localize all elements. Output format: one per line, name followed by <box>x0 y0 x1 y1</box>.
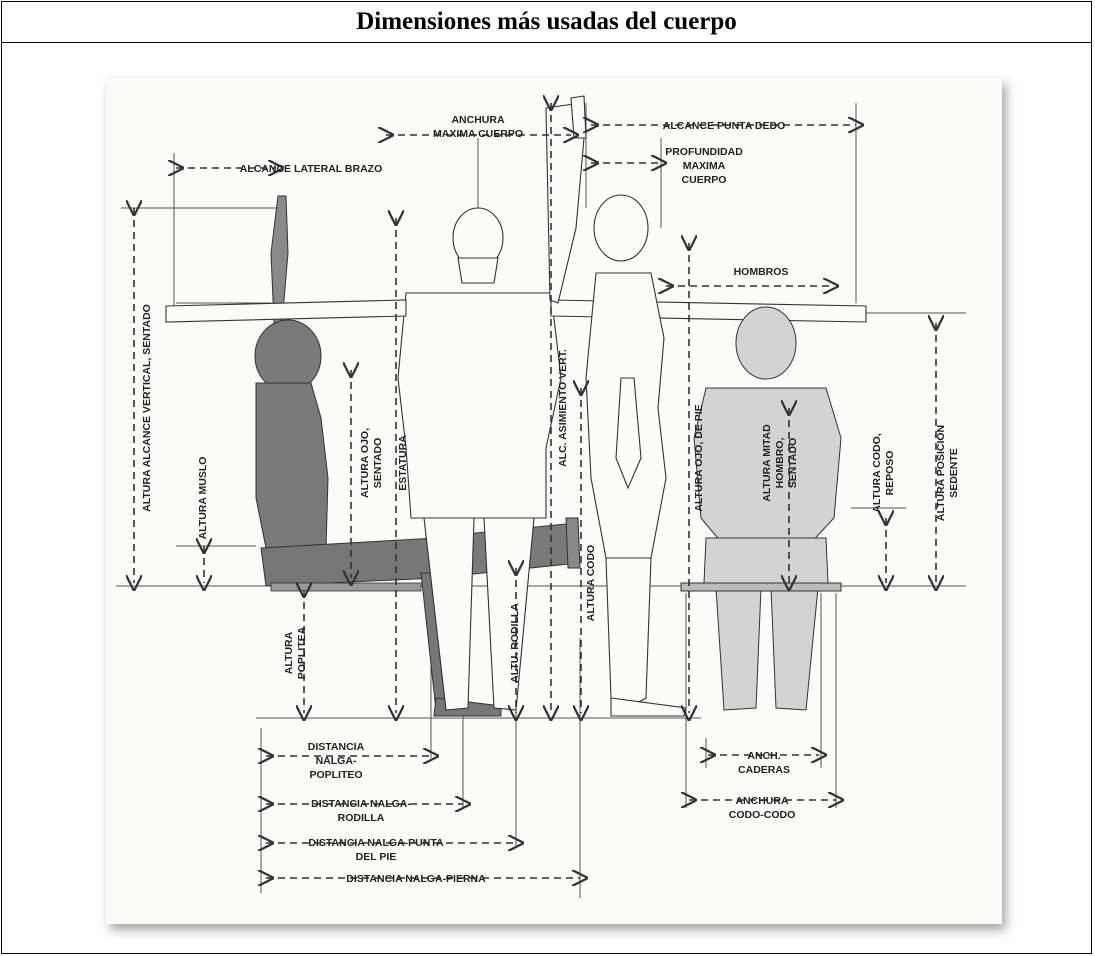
dimension-labels: ANCHURA MAXIMA CUERPO ALCANCE PUNTA DEDO… <box>141 114 960 885</box>
label-dist-nalga-punta-2: DEL PIE <box>356 851 397 863</box>
label-altura-mitad-3: SENTADO <box>787 438 799 489</box>
label-profundidad-1: PROFUNDIDAD <box>665 146 743 158</box>
label-altura-posicion-1: ALTURA POSICIÓN <box>934 425 947 521</box>
side-standing-figure <box>570 95 687 717</box>
label-altura-codo-reposo-1: ALTURA CODO, <box>871 433 883 512</box>
label-altura-poplitea-1: ALTURA <box>283 631 295 674</box>
label-altura-posicion-2: SEDENTE <box>948 448 960 498</box>
label-altura-ojo-sentado-1: ALTURA OJO, <box>359 428 371 498</box>
label-anchura-maxima-1: ANCHURA <box>451 114 504 126</box>
label-dist-nalga-punta-1: DISTANCIA NALGA-PUNTA <box>308 837 444 849</box>
page-title: Dimensiones más usadas del cuerpo <box>356 8 737 35</box>
body-dimensions-diagram: ANCHURA MAXIMA CUERPO ALCANCE PUNTA DEDO… <box>116 78 966 898</box>
label-dist-nalga-rodilla-2: RODILLA <box>338 812 385 824</box>
anthropometric-figure: ANCHURA MAXIMA CUERPO ALCANCE PUNTA DEDO… <box>106 78 1002 924</box>
label-altura-poplitea-2: POPLITEA <box>296 626 308 679</box>
label-altura-alcance-vertical: ALTURA ALCANCE VERTICAL, SENTADO <box>141 304 153 512</box>
label-dist-nalga-popliteo-2: NALGA- <box>316 755 357 767</box>
label-altura-codo-reposo-2: REPOSO <box>884 451 896 496</box>
label-hombros: HOMBROS <box>734 266 789 278</box>
label-alcance-lateral-brazo: ALCANCE LATERAL BRAZO <box>240 163 383 175</box>
label-profundidad-3: CUERPO <box>682 174 727 186</box>
label-profundidad-2: MAXIMA <box>683 160 726 172</box>
label-anchura-codo-2: CODO-CODO <box>729 809 796 821</box>
rear-seated-figure <box>680 306 842 711</box>
label-altura-mitad-2: HOMBRO, <box>774 438 786 489</box>
label-dist-nalga-popliteo-3: POPLITEO <box>309 769 362 781</box>
label-alcance-punta-dedo: ALCANCE PUNTA DEDO <box>663 120 786 132</box>
dimension-arrows <box>134 103 936 878</box>
label-dist-nalga-rodilla-1: DISTANCIA NALGA- <box>311 798 411 810</box>
label-altura-ojo-sentado-2: SENTADO <box>372 438 384 489</box>
label-altura-codo: ALTURA CODO <box>585 545 597 621</box>
label-dist-nalga-pierna: DISTANCIA NALGA-PIERNA <box>346 873 486 885</box>
title-cell: Dimensiones más usadas del cuerpo <box>2 2 1091 43</box>
label-anch-caderas-1: ANCH. <box>747 750 780 762</box>
label-altura-mitad-1: ALTURA MITAD <box>761 424 773 502</box>
label-estatura: ESTATURA <box>397 435 409 491</box>
label-altura-ojo-de-pie: ALTURA OJO, DE PIE <box>693 404 705 511</box>
label-altura-muslo: ALTURA MUSLO <box>197 457 209 540</box>
label-anch-caderas-2: CADERAS <box>738 764 790 776</box>
label-altu-rodilla: ALTU. RODILLA <box>509 603 521 683</box>
label-dist-nalga-popliteo-1: DISTANCIA <box>308 741 365 753</box>
label-alc-asimiento-vert: ALC. ASIMIENTO VERT. <box>557 349 569 467</box>
label-anchura-maxima-2: MAXIMA CUERPO <box>433 128 523 140</box>
label-anchura-codo-1: ANCHURA <box>735 795 788 807</box>
